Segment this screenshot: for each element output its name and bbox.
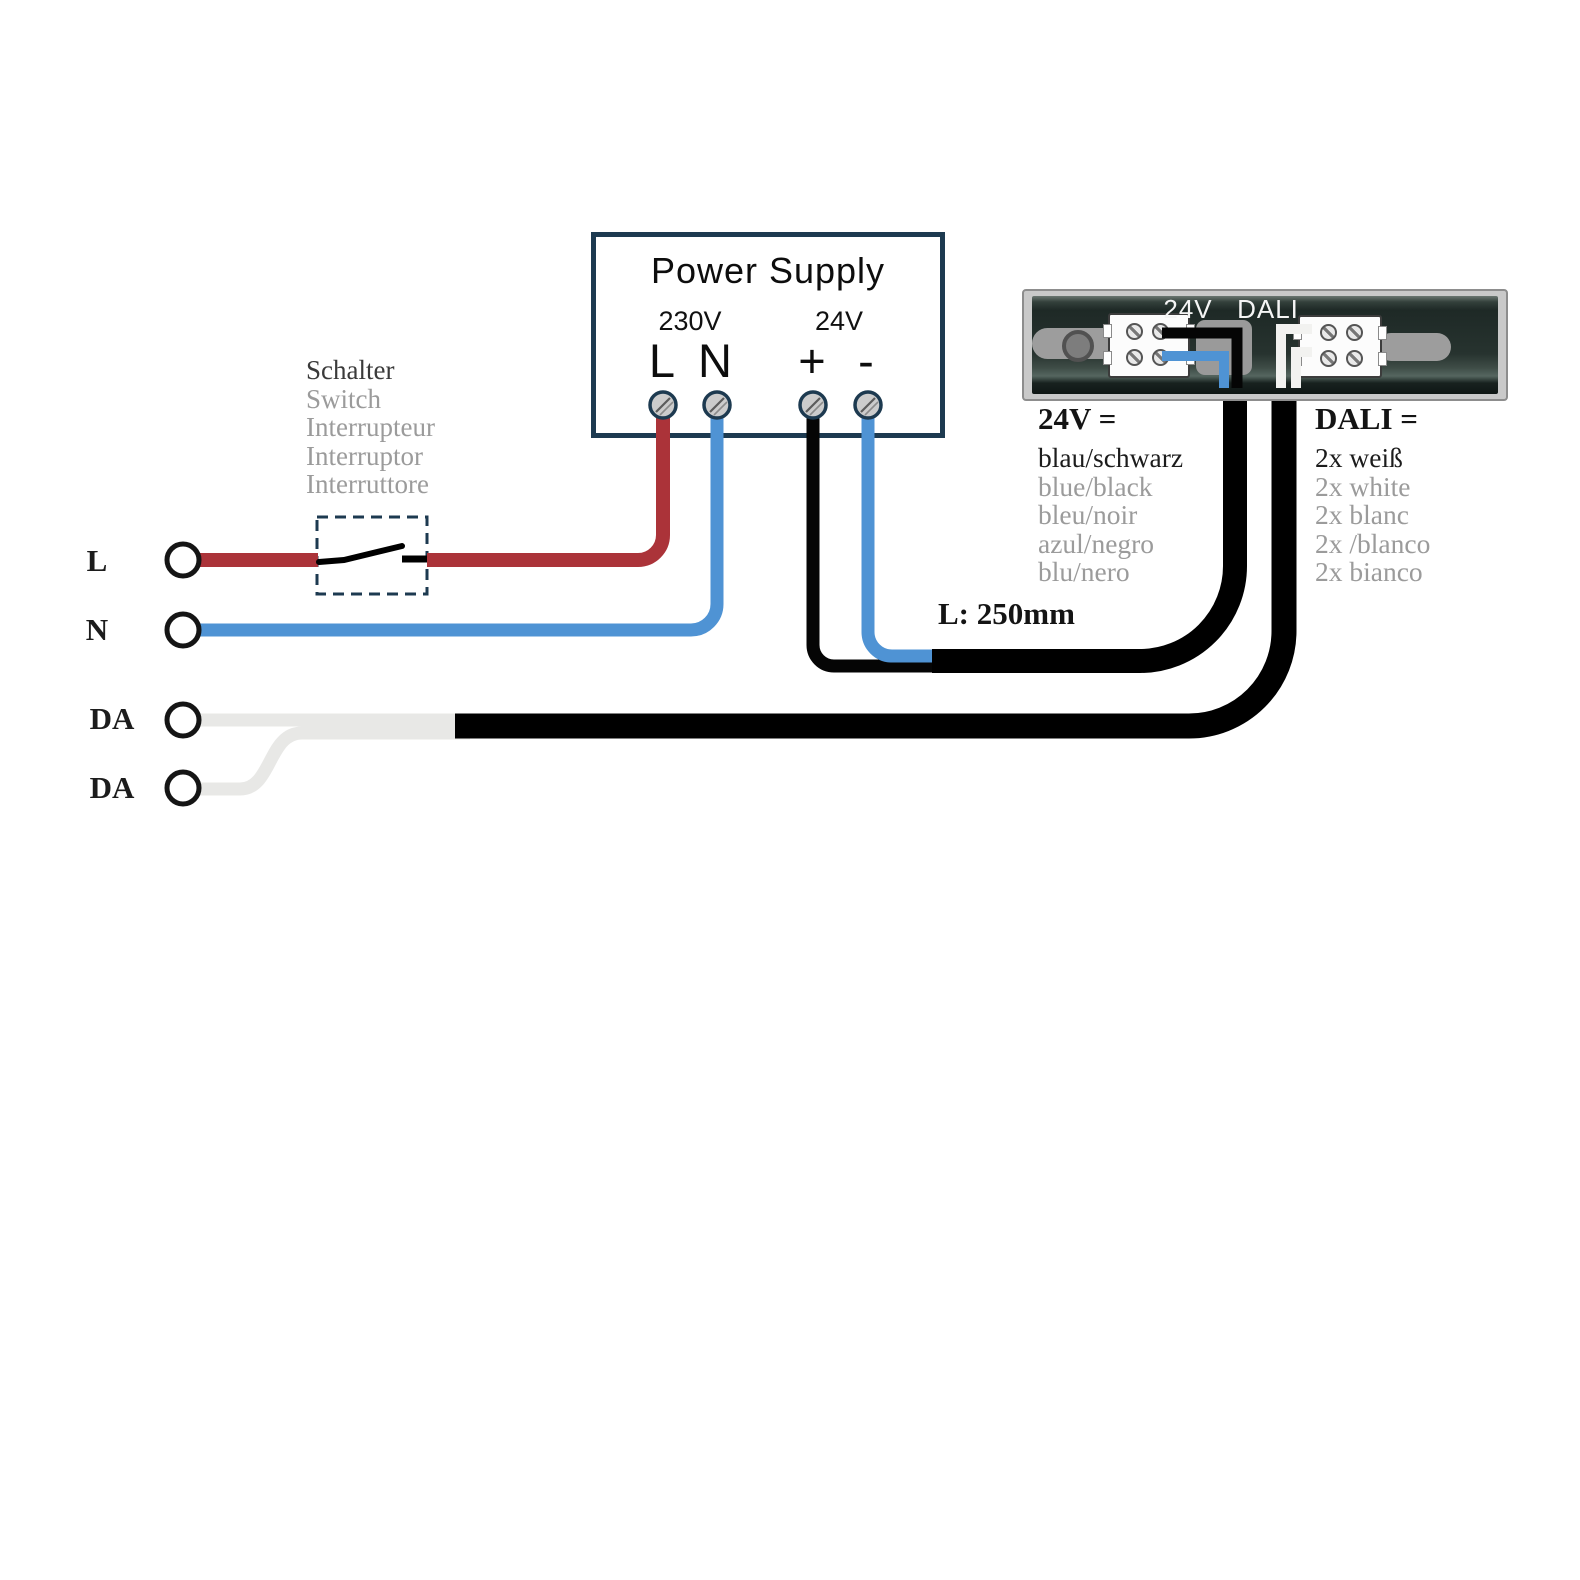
terminal-label-da1: DA [89,701,135,736]
screw-terminal-minus [853,390,883,420]
screw-terminal-plus [798,390,828,420]
legend-dali-title: DALI = [1315,401,1418,436]
neutral-wire [199,415,724,637]
rail-mount-hole [1062,330,1094,362]
terminal-circle-da2 [164,769,202,807]
ps-terminal-l-label: L [648,334,676,387]
cable-24v [932,378,1247,673]
legend-dali-it: 2x bianco [1315,556,1423,587]
switch-labels: Schalter Switch Interrupteur Interruptor… [306,356,435,499]
rail-wire-white-a [1276,324,1312,388]
legend-dali-primary: 2x weiß [1315,442,1403,473]
legend-dali: DALI = 2x weiß 2x white 2x blanc 2x /bla… [1315,402,1430,587]
switch-label-it: Interruttore [306,469,429,499]
cable-dali [455,378,1297,739]
legend-24v-primary: blau/schwarz [1038,442,1184,473]
switch-label-de: Schalter [306,355,395,385]
ps-terminal-n-label: N [698,334,732,387]
minus-wire [861,415,948,663]
rail-label-24v: 24V [1163,294,1213,324]
cable-length-label: L: 250mm [938,596,1075,631]
terminal-circle-da1 [164,701,202,739]
legend-dali-es: 2x /blanco [1315,527,1431,559]
legend-24v-it: blu/nero [1038,556,1130,587]
switch-label-es: Interruptor [306,440,423,471]
legend-24v: 24V = blau/schwarz blue/black bleu/noir … [1038,402,1183,587]
terminal-label-l: L [86,543,108,578]
legend-dali-fr: 2x blanc [1315,499,1409,530]
ps-terminal-minus-label: - [858,334,874,387]
screw-terminal-n [702,390,732,420]
legend-24v-title: 24V = [1038,401,1117,436]
terminal-label-n: N [85,612,109,647]
ps-terminal-plus-label: + [798,334,826,387]
switch-label-en: Switch [306,383,382,414]
switch-label-fr: Interrupteur [306,412,435,442]
terminal-label-da2: DA [89,770,135,805]
legend-24v-fr: bleu/noir [1038,499,1138,530]
rail-wire-black [1162,327,1243,388]
rail-slot-right [1377,333,1451,361]
legend-24v-es: azul/negro [1038,527,1155,559]
dali-wire-b [199,726,470,796]
legend-24v-en: blue/black [1038,470,1153,502]
led-rail [1022,289,1508,401]
live-wire-right [427,415,670,567]
rail-wire-white-b [1291,347,1312,388]
terminal-circle-n [164,611,202,649]
power-supply-title: Power Supply [650,250,886,291]
output-voltage-label: 24V [814,306,864,336]
switch-blade [316,543,405,565]
plus-wire [806,415,942,673]
terminal-circle-l [164,541,202,579]
screw-terminal-l [648,390,678,420]
rail-wire-blue [1162,351,1229,388]
input-voltage-label: 230V [658,306,722,336]
rail-label-dali: DALI [1237,294,1299,324]
legend-dali-en: 2x white [1315,470,1411,502]
